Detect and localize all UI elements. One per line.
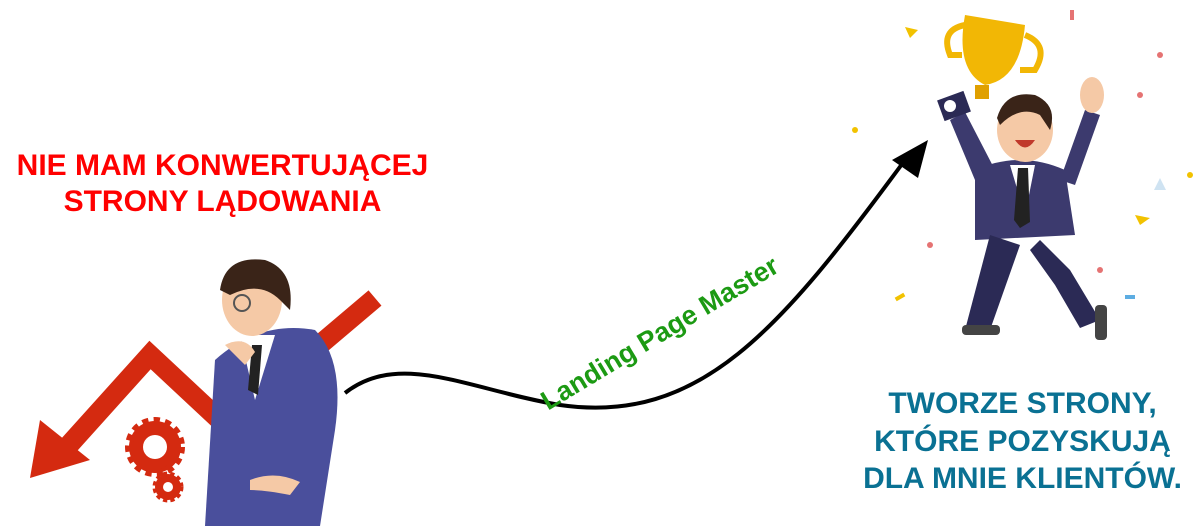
celebrating-businessman-illustration: [950, 77, 1107, 340]
curved-arrow-icon: [343, 140, 928, 410]
solution-line-3: DLA MNIE KLIENTÓW.: [863, 462, 1182, 495]
problem-line-1: NIE MAM KONWERTUJĄCEJ: [16, 149, 429, 182]
problem-line-2: STRONY LĄDOWANIA: [63, 185, 382, 218]
trophy-icon: [937, 15, 1044, 122]
problem-statement: NIE MAM KONWERTUJĄCEJ STRONY LĄDOWANIA: [0, 148, 445, 220]
worried-businessman-illustration: [205, 259, 338, 526]
solution-line-2: KTÓRE POZYSKUJĄ: [874, 424, 1171, 458]
solution-line-1: TWORZE STRONY,: [888, 387, 1157, 420]
gear-icon: [125, 417, 185, 503]
solution-statement: TWORZE STRONY, KTÓRE POZYSKUJĄ DLA MNIE …: [845, 385, 1199, 498]
confetti-decoration: [852, 10, 1193, 302]
